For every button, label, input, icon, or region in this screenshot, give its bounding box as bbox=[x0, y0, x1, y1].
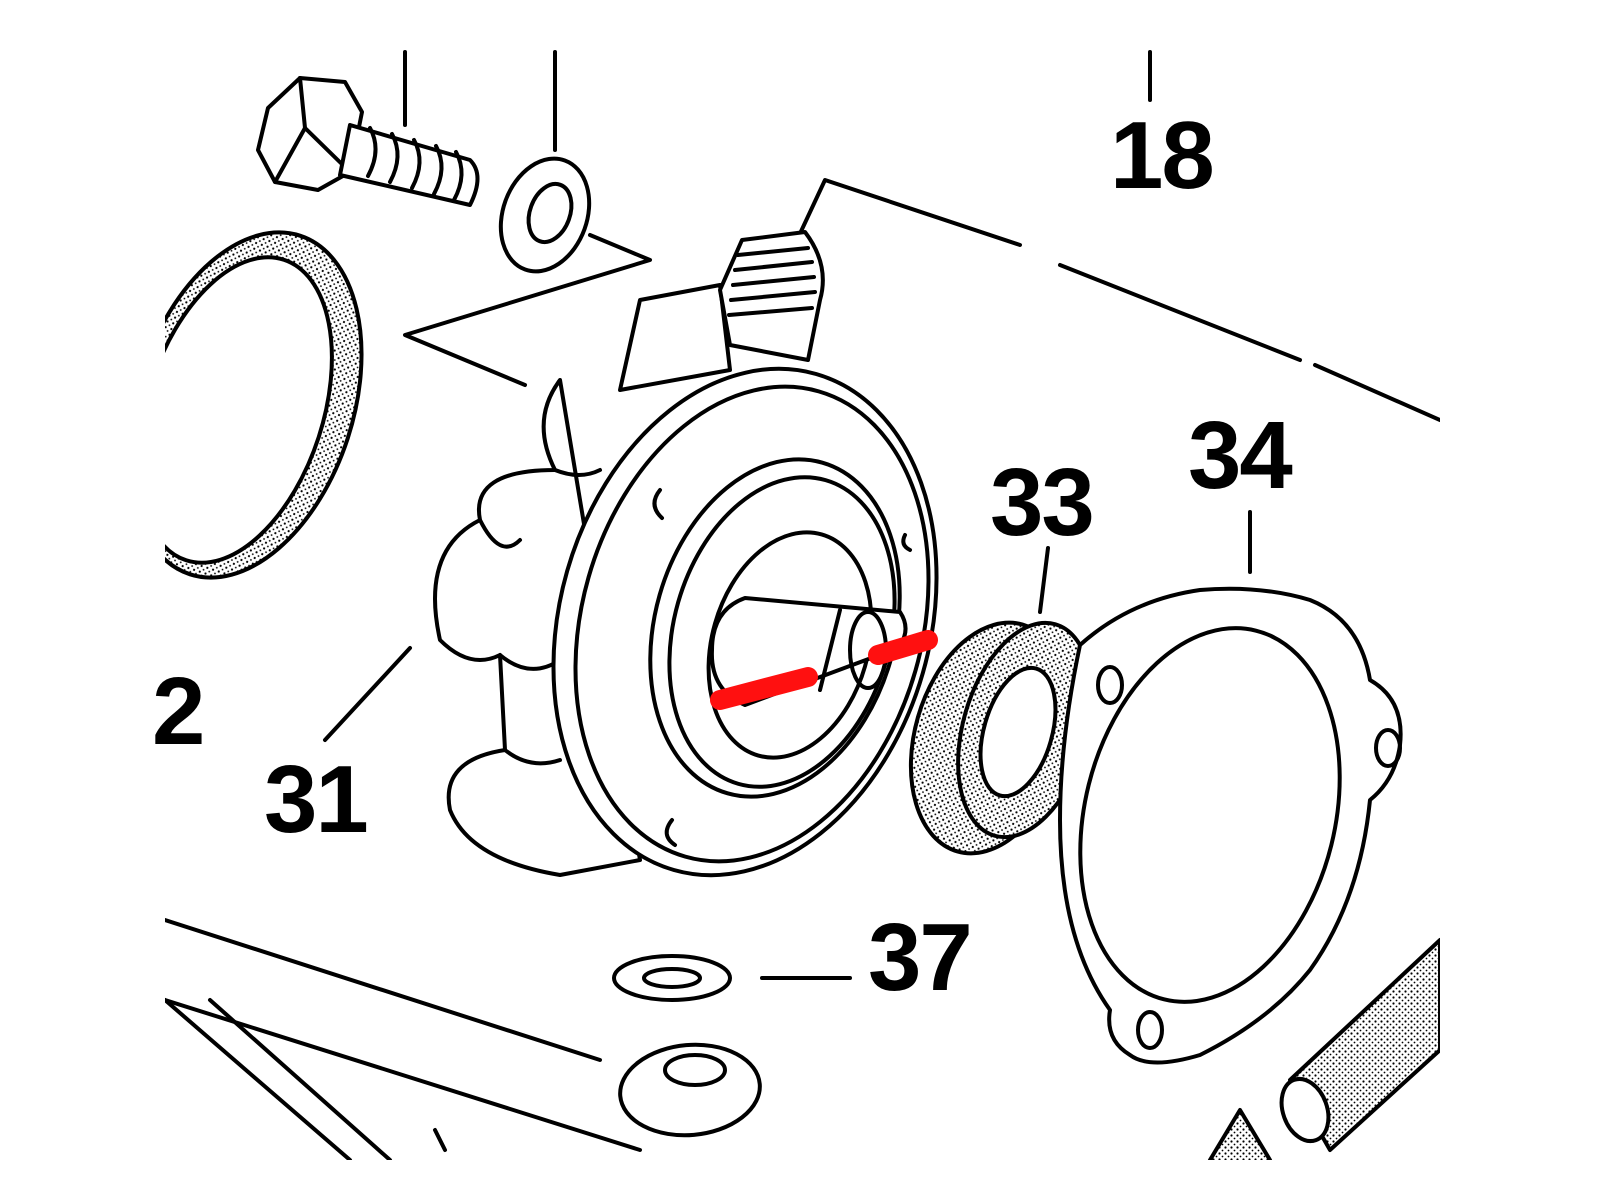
leader-bracket bbox=[403, 233, 652, 387]
hose-lower-right bbox=[1208, 938, 1440, 1160]
leader-33 bbox=[1038, 546, 1050, 614]
callout-31: 31 bbox=[264, 746, 369, 853]
oil-seal-33 bbox=[908, 620, 1094, 856]
leader-18-a bbox=[788, 178, 1022, 257]
leader-18-b bbox=[1058, 263, 1302, 362]
hex-bolt bbox=[256, 76, 480, 207]
callout-34: 34 bbox=[1188, 402, 1293, 509]
callout-33: 33 bbox=[990, 449, 1095, 556]
leader-31 bbox=[323, 646, 412, 742]
callout-37: 37 bbox=[868, 904, 973, 1011]
callout-18: 18 bbox=[1110, 102, 1215, 209]
highlight-mark-2 bbox=[868, 630, 938, 665]
washer-37 bbox=[612, 954, 732, 1002]
callout-2: 2 bbox=[152, 658, 205, 765]
pump-body bbox=[433, 230, 939, 878]
washer-top bbox=[498, 156, 592, 274]
shaft-keyway-highlights bbox=[710, 630, 938, 710]
gasket-34 bbox=[1058, 586, 1403, 1065]
highlight-mark-1 bbox=[710, 667, 818, 710]
lower-housing bbox=[165, 918, 762, 1160]
leader-18-c bbox=[1313, 363, 1440, 422]
o-ring-left bbox=[165, 230, 364, 580]
